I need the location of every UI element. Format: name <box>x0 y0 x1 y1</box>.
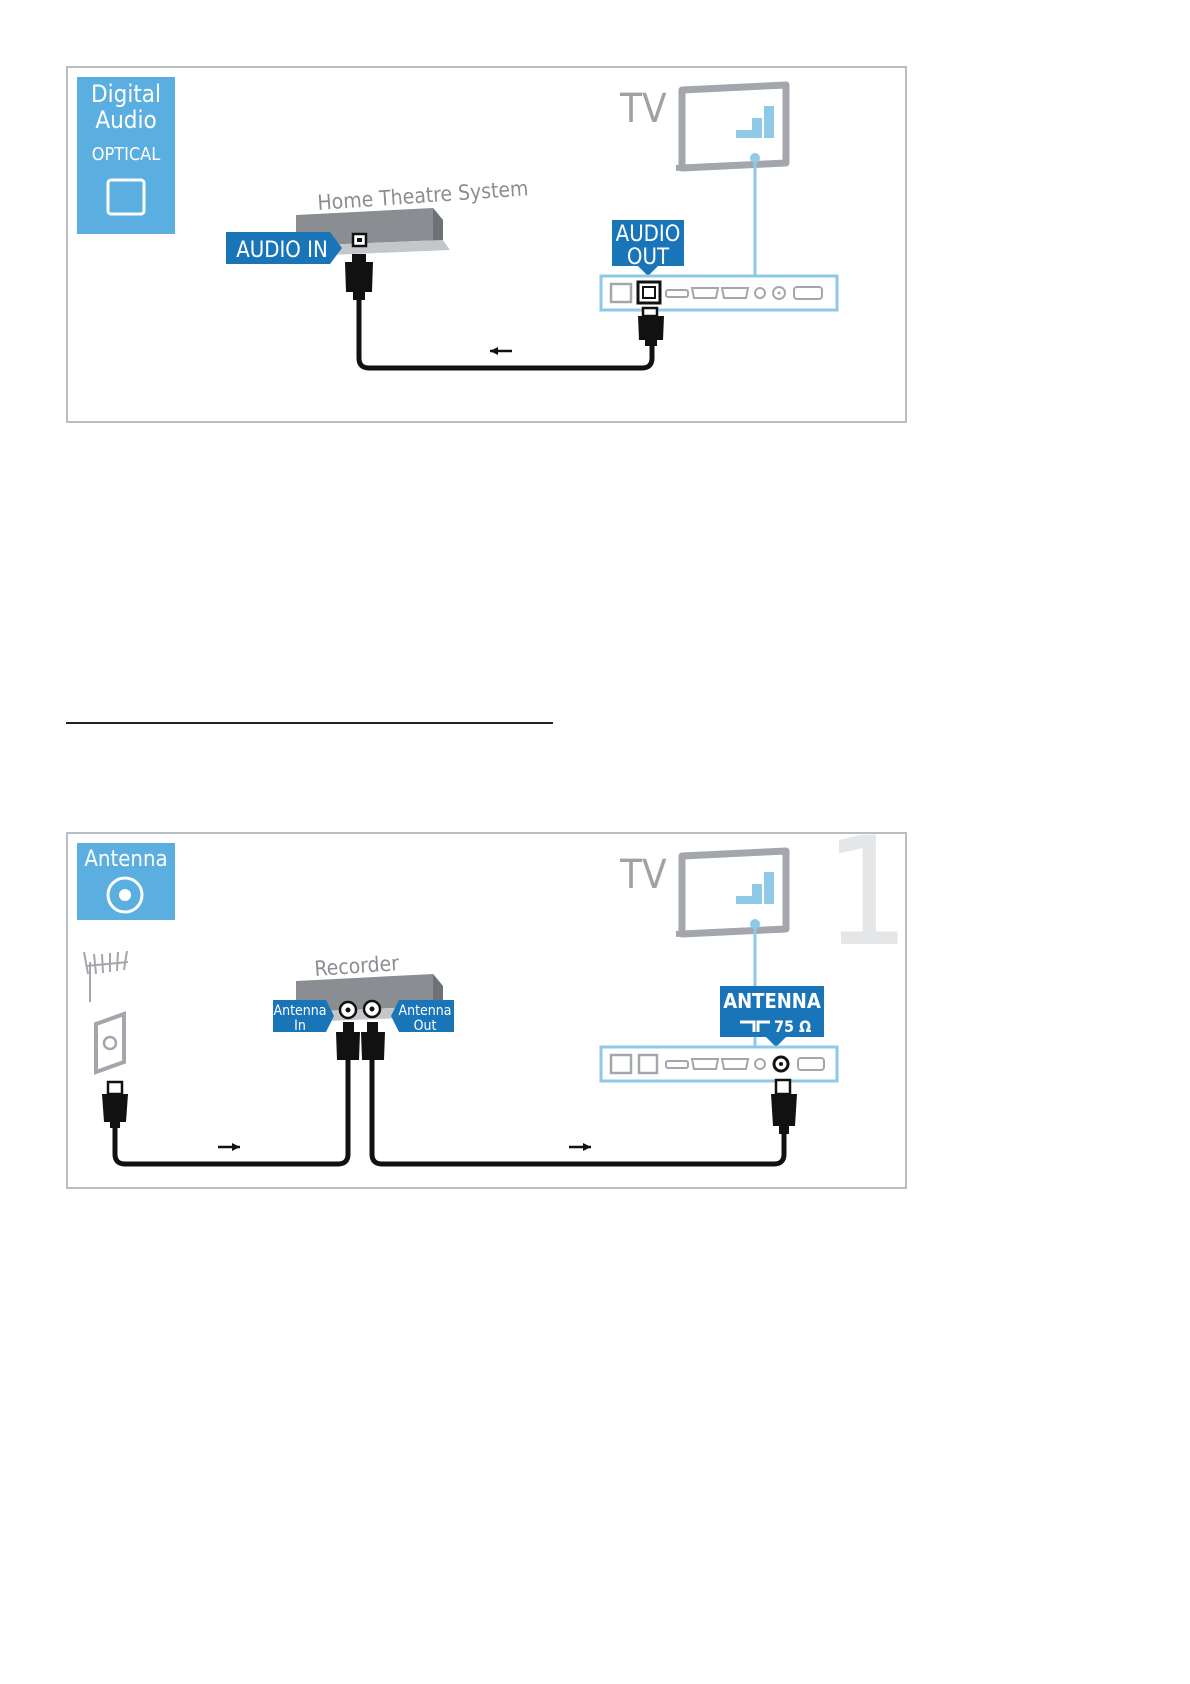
antenna-in-line2: In <box>294 1018 306 1034</box>
optical-cable <box>345 254 664 371</box>
audio-out-line1: AUDIO <box>616 222 681 247</box>
coax-cable-out <box>361 1022 797 1167</box>
antenna-in-callout: Antenna In <box>273 1000 334 1034</box>
section-divider <box>66 722 553 724</box>
digital-audio-badge: Digital Audio OPTICAL <box>77 77 175 234</box>
audio-in-callout: AUDIO IN <box>226 232 342 264</box>
antenna-port-line1: ANTENNA <box>723 989 821 1013</box>
antenna-badge: Antenna <box>77 843 175 920</box>
audio-out-line2: OUT <box>627 245 670 270</box>
tv-icon: TV <box>619 847 790 938</box>
direction-arrow-icon <box>583 1143 591 1151</box>
audio-out-callout: AUDIO OUT <box>612 220 684 276</box>
coax-cable-in <box>102 1022 360 1167</box>
badge-line2: Audio <box>95 106 156 134</box>
diagram-antenna-svg: 1 Antenna TV Recorder <box>77 834 909 1167</box>
step-number: 1 <box>824 834 909 980</box>
recorder-label: Recorder <box>314 951 400 981</box>
direction-arrow-icon <box>232 1143 240 1151</box>
optical-port-icon <box>106 178 146 216</box>
diagram-digital-audio: Digital Audio OPTICAL TV Home Theatre Sy… <box>66 66 907 423</box>
audio-in-label: AUDIO IN <box>236 238 328 263</box>
wall-outlet-icon <box>94 1011 126 1075</box>
tv-icon: TV <box>619 81 790 172</box>
diagram-antenna: 1 Antenna TV Recorder <box>66 832 909 1189</box>
antenna-out-line1: Antenna <box>399 1003 452 1019</box>
rooftop-antenna-icon <box>83 950 129 1002</box>
antenna-port-line2: 75 Ω <box>774 1017 811 1036</box>
diagram-digital-audio-svg: Digital Audio OPTICAL TV Home Theatre Sy… <box>77 77 839 371</box>
direction-arrow-icon <box>490 347 498 355</box>
antenna-port-callout: ANTENNA 75 Ω <box>720 986 824 1047</box>
antenna-out-callout: Antenna Out <box>391 1000 454 1034</box>
antenna-symbol-icon <box>740 1020 770 1032</box>
antenna-in-line1: Antenna <box>274 1003 327 1019</box>
tv-label: TV <box>619 86 667 132</box>
antenna-out-line2: Out <box>414 1018 437 1034</box>
badge-line1: Digital <box>91 80 161 108</box>
tv-label: TV <box>619 852 667 898</box>
tv-connector-panel <box>599 274 839 312</box>
tv-connector-panel <box>599 1045 839 1083</box>
coax-icon <box>106 876 144 914</box>
antenna-badge-label: Antenna <box>84 847 167 872</box>
badge-line3: OPTICAL <box>92 144 161 165</box>
